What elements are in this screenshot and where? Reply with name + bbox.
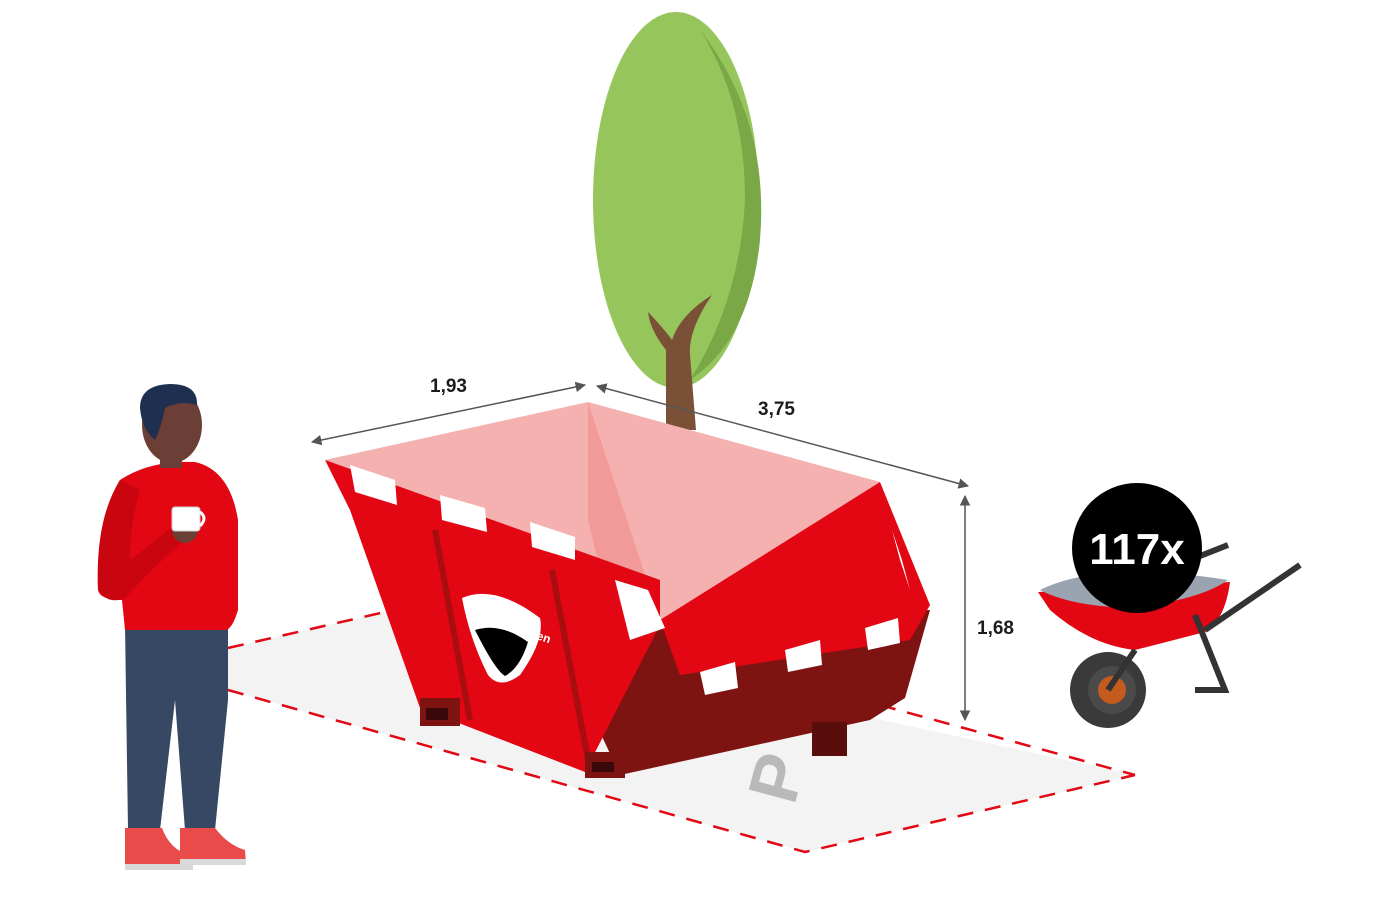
- person-pants: [125, 625, 228, 830]
- badge-count: 117x: [1089, 525, 1185, 574]
- van-kaathoven-logo: van Kaathoven: [462, 593, 553, 683]
- dimension-length: 3,75: [595, 383, 970, 489]
- wheelbarrow: [1038, 542, 1302, 728]
- length-label: 3,75: [758, 399, 795, 420]
- warning-stripes: [350, 465, 910, 695]
- person-shoe-right: [180, 828, 246, 865]
- tree-crown-shadow: [690, 30, 762, 380]
- tree-trunk: [648, 295, 712, 430]
- person-hair: [140, 384, 198, 440]
- dimension-height: 1,68: [959, 494, 1014, 722]
- wheelbarrow-count-badge: 117x: [1072, 483, 1202, 613]
- tree-crown: [593, 12, 759, 388]
- person-shoe-left: [125, 828, 192, 870]
- height-label: 1,68: [977, 618, 1014, 639]
- tree: [593, 12, 762, 430]
- width-label: 1,93: [430, 376, 467, 397]
- coffee-mug: [171, 506, 201, 532]
- dimension-width: 1,93: [310, 376, 587, 446]
- container-side: [585, 610, 930, 775]
- person-figure: [97, 384, 246, 870]
